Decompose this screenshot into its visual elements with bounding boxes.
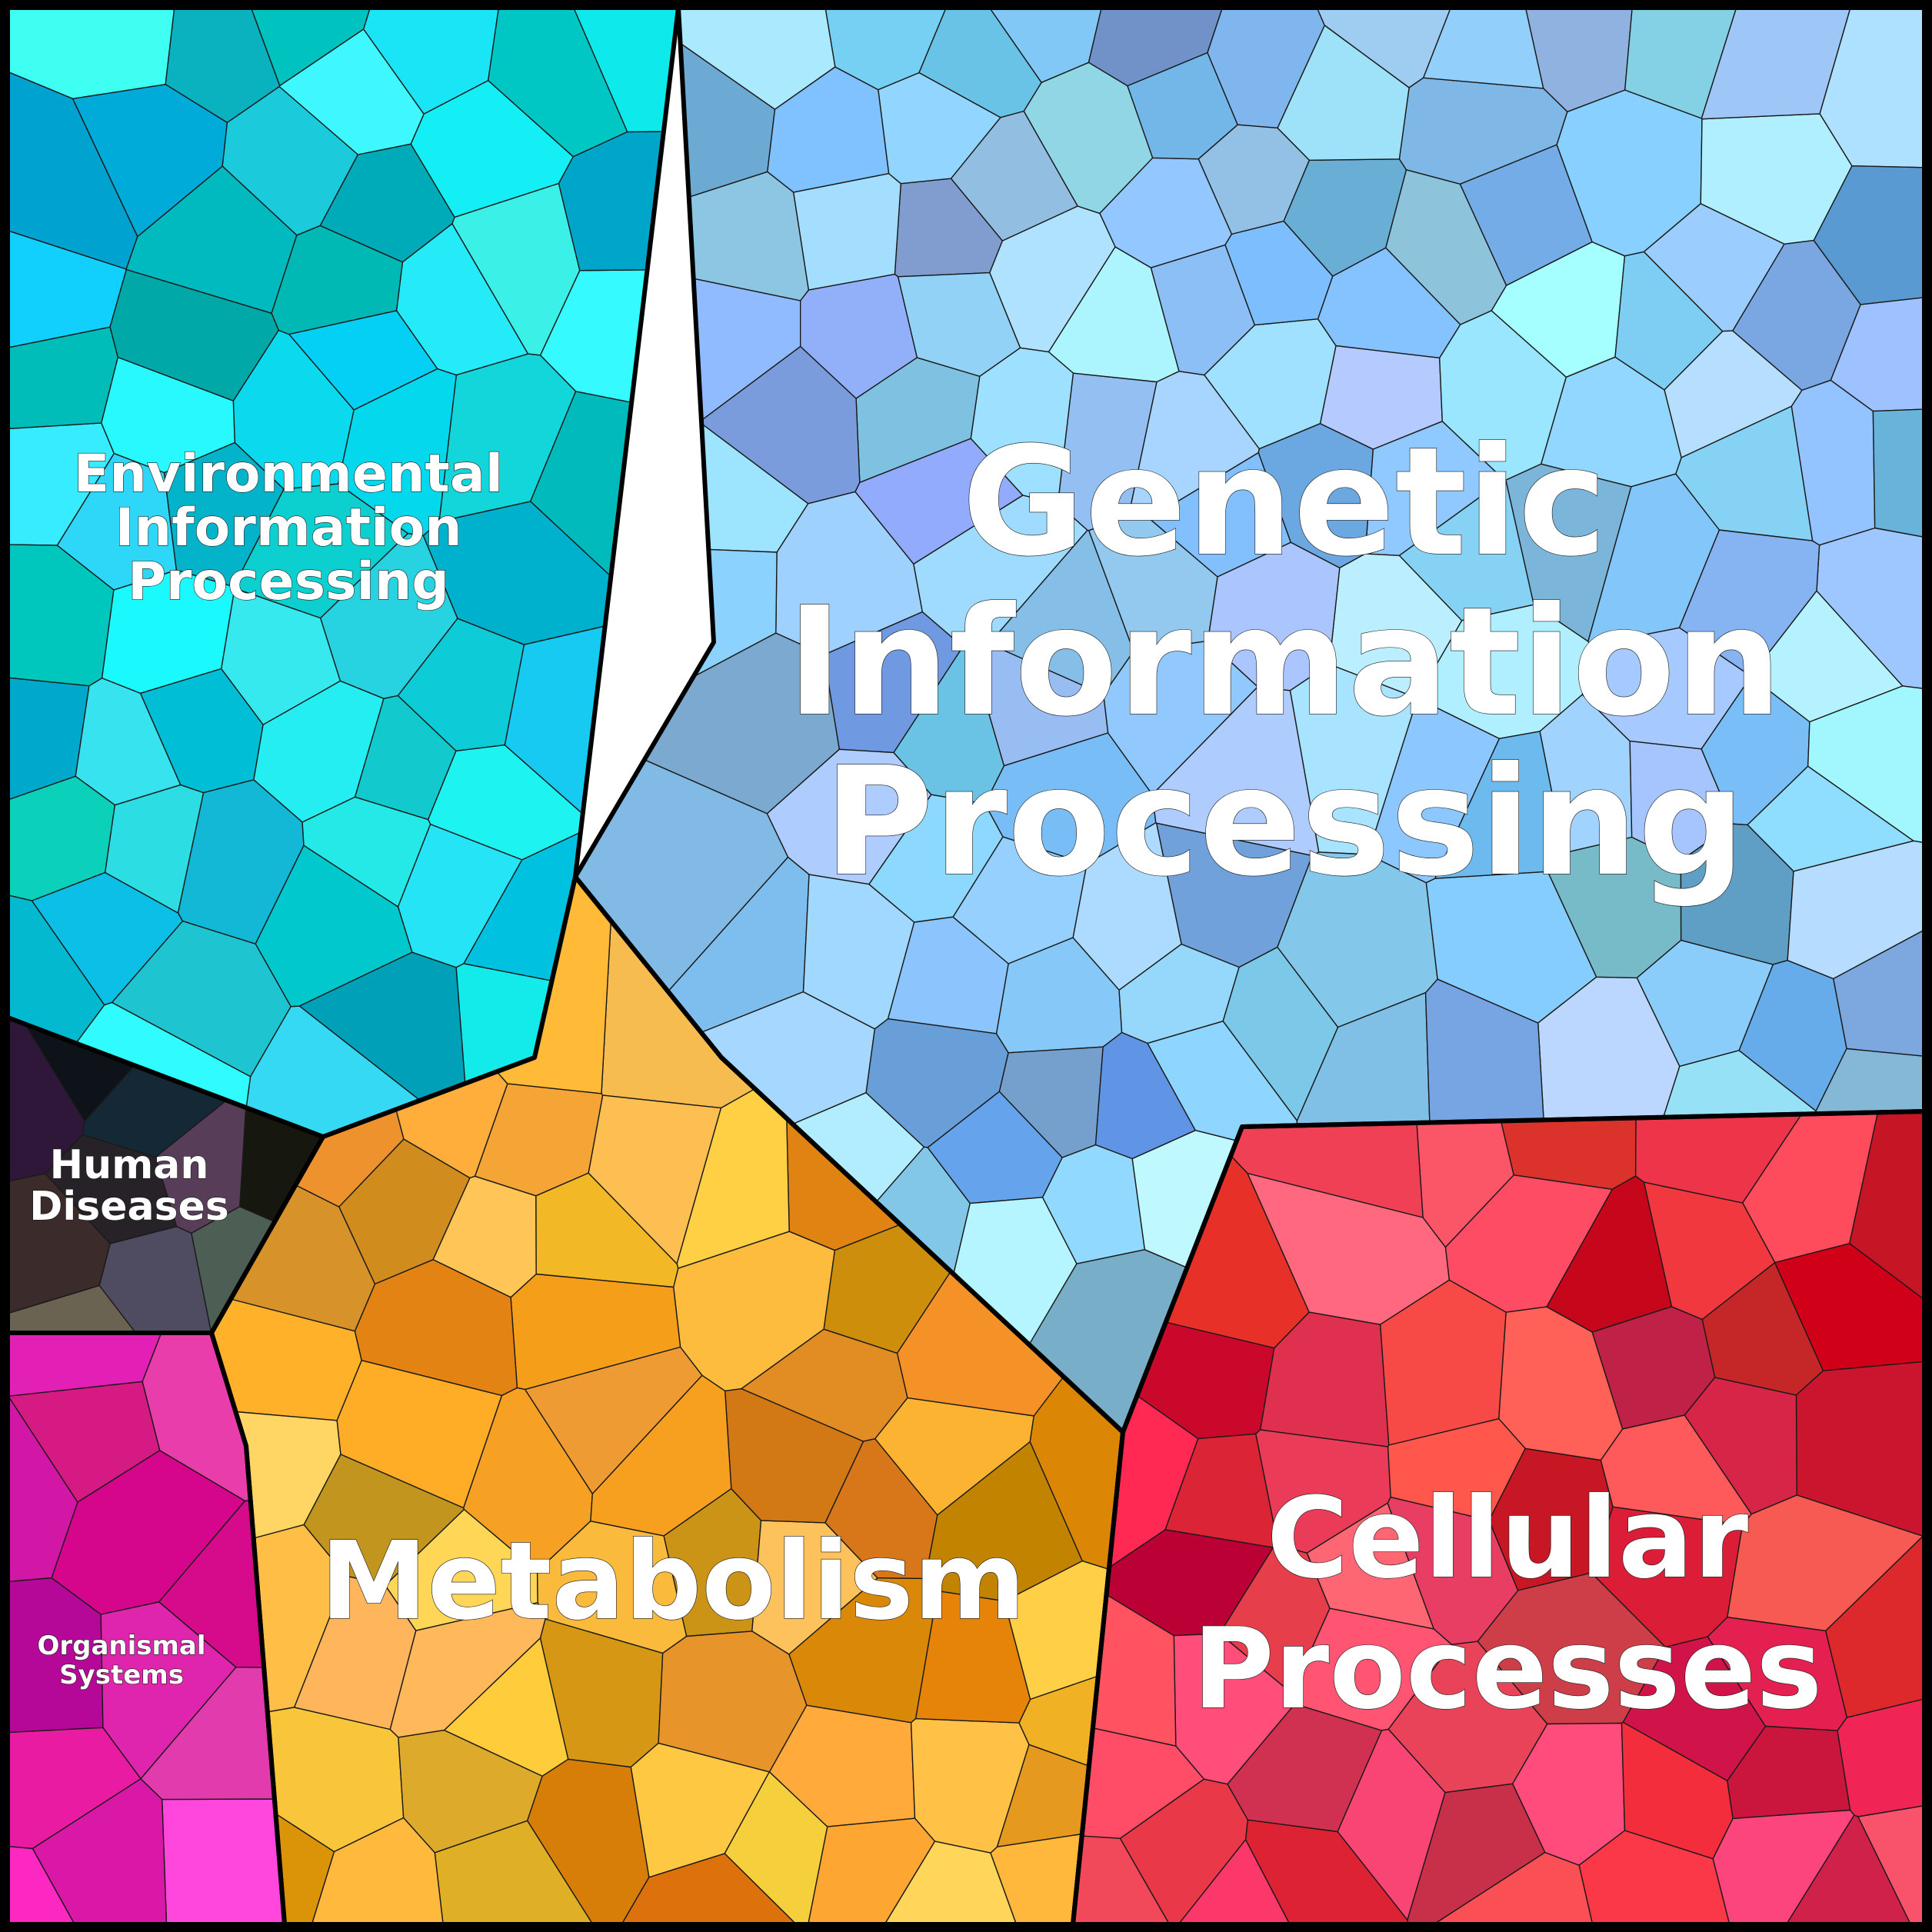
cell-metabolism — [294, 1575, 417, 1730]
region-label-line: Genetic — [961, 415, 1607, 589]
cell-genetic-information-processing — [1317, 247, 1461, 358]
cell-genetic-information-processing — [1629, 740, 1734, 861]
region-environmental-information-processing — [7, 7, 679, 1138]
cell-cellular-processes — [1621, 1721, 1734, 1860]
region-label-line: Organismal — [37, 1631, 205, 1661]
cell-genetic-information-processing — [1581, 627, 1752, 750]
cell-genetic-information-processing — [1277, 25, 1410, 162]
cell-human-diseases — [45, 1134, 178, 1244]
region-label-line: Environmental — [74, 444, 503, 505]
region-label-line: Systems — [59, 1660, 184, 1690]
cell-genetic-information-processing — [1587, 473, 1720, 646]
region-genetic-information-processing — [575, 7, 1925, 1433]
cell-genetic-information-processing — [1614, 251, 1724, 391]
cell-genetic-information-processing — [1088, 515, 1218, 652]
cell-environmental-information-processing — [253, 680, 385, 823]
cell-environmental-information-processing — [31, 871, 184, 1006]
region-metabolism — [211, 876, 1124, 1925]
region-label-line: Information — [787, 575, 1782, 749]
cell-metabolism — [230, 1184, 376, 1332]
cell-metabolism — [914, 1590, 1031, 1724]
cell-cellular-processes — [1546, 1175, 1673, 1333]
cell-genetic-information-processing — [792, 172, 902, 291]
cells-layer — [7, 7, 1925, 1925]
cell-environmental-information-processing — [397, 618, 525, 751]
cell-environmental-information-processing — [101, 569, 235, 695]
region-label-line: Cellular — [1267, 1474, 1749, 1604]
cell-genetic-information-processing — [1434, 731, 1565, 879]
region-human-diseases — [7, 1017, 324, 1334]
region-label-line: Information — [115, 498, 461, 558]
cell-metabolism — [536, 1521, 688, 1654]
region-label-line: Human — [50, 1142, 209, 1188]
cell-cellular-processes — [1255, 1429, 1391, 1554]
cell-environmental-information-processing — [101, 356, 235, 474]
region-label-line: Processes — [1193, 1604, 1823, 1734]
region-organismal-systems — [7, 1332, 285, 1925]
region-label-line: Metabolism — [320, 1519, 1025, 1644]
region-label-metabolism: Metabolism — [320, 1519, 1025, 1644]
cell-genetic-information-processing — [799, 273, 918, 399]
cell-genetic-information-processing — [913, 495, 1088, 649]
cell-genetic-information-processing — [1747, 765, 1914, 872]
cell-genetic-information-processing — [927, 1091, 1063, 1204]
cell-genetic-information-processing — [1222, 946, 1339, 1121]
cell-genetic-information-processing — [1094, 1031, 1196, 1160]
region-label-line: Processing — [824, 734, 1745, 909]
cell-cellular-processes — [1227, 1703, 1383, 1833]
cell-organismal-systems — [161, 1798, 285, 1925]
cell-cellular-processes — [1337, 1728, 1446, 1920]
region-label-line: Processing — [128, 551, 449, 612]
cell-cellular-processes — [1837, 1698, 1925, 1817]
cell-genetic-information-processing — [868, 794, 1004, 923]
cell-environmental-information-processing — [271, 225, 404, 335]
region-label-line: Diseases — [29, 1184, 228, 1230]
cell-environmental-information-processing — [222, 85, 358, 236]
cell-genetic-information-processing — [1872, 408, 1925, 538]
cell-metabolism — [444, 1637, 569, 1777]
cell-cellular-processes — [1701, 1262, 1824, 1396]
cell-genetic-information-processing — [1750, 590, 1904, 723]
region-cellular-processes — [1072, 1111, 1925, 1925]
cell-metabolism — [673, 1231, 836, 1392]
cell-metabolism — [874, 1397, 1034, 1516]
